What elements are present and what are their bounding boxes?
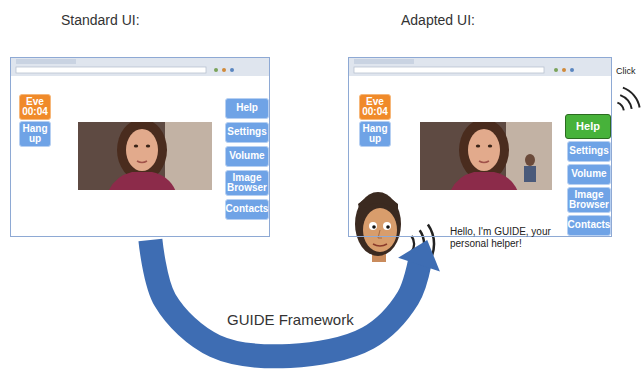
toolbar-icon: [230, 68, 234, 72]
address-bar: [16, 67, 206, 73]
click-note: Click: [616, 66, 636, 77]
window-heading: Standard UI:: [61, 12, 140, 28]
speech-text: Hello, I'm GUIDE, your personal helper!: [450, 226, 562, 250]
ui-button: Image Browser: [567, 187, 611, 213]
ui-button: Contacts: [567, 215, 611, 236]
ui-button: Help: [565, 114, 611, 139]
ui-button: Help: [225, 98, 269, 119]
button-label: Image Browser: [569, 190, 609, 211]
click-waves: [617, 88, 639, 111]
ui-button: Eve 00:04: [19, 94, 51, 120]
address-bar: [354, 67, 544, 73]
ui-button: Hang up: [359, 121, 391, 147]
button-label: Help: [236, 103, 258, 114]
avatar-figure: [355, 192, 401, 262]
button-label: Hang up: [21, 124, 49, 145]
arrow-body: [150, 240, 419, 356]
browser-window: Standard UI:Eve 00:04Hang upHelpSettings…: [10, 57, 270, 237]
video-picture: [78, 122, 212, 190]
button-label: Settings: [569, 146, 608, 157]
toolbar-icon: [570, 68, 574, 72]
window-heading: Adapted UI:: [401, 12, 475, 28]
arrow-head: [398, 240, 440, 272]
browser-chrome: [348, 57, 612, 76]
arrow-label: GUIDE Framework: [225, 311, 356, 328]
button-label: Eve 00:04: [21, 97, 49, 118]
ui-button: Volume: [567, 164, 611, 185]
ui-button: Volume: [225, 146, 269, 167]
toolbar-icon: [562, 68, 566, 72]
ui-button: Settings: [225, 122, 269, 143]
toolbar-icon: [222, 68, 226, 72]
button-label: Eve 00:04: [361, 97, 389, 118]
button-label: Volume: [571, 169, 606, 180]
ui-button: Contacts: [225, 199, 269, 220]
window-ground: [10, 57, 270, 237]
toolbar-icon: [554, 68, 558, 72]
button-label: Settings: [227, 127, 266, 138]
button-label: Image Browser: [227, 173, 267, 194]
process-arrow: [150, 240, 440, 356]
ui-button: Eve 00:04: [359, 94, 391, 120]
browser-window: Adapted UI:Eve 00:04Hang upHelpSettingsV…: [348, 57, 612, 237]
video-picture: [420, 122, 552, 190]
button-label: Help: [576, 121, 600, 133]
ui-button: Image Browser: [225, 170, 269, 196]
button-label: Volume: [229, 151, 264, 162]
toolbar-icon: [214, 68, 218, 72]
button-label: Hang up: [361, 124, 389, 145]
ui-button: Settings: [567, 141, 611, 162]
browser-tab: [16, 59, 76, 64]
button-label: Contacts: [226, 204, 269, 215]
browser-tab: [354, 59, 414, 64]
browser-chrome: [10, 57, 270, 76]
ui-button: Hang up: [19, 121, 51, 147]
button-label: Contacts: [568, 220, 611, 231]
